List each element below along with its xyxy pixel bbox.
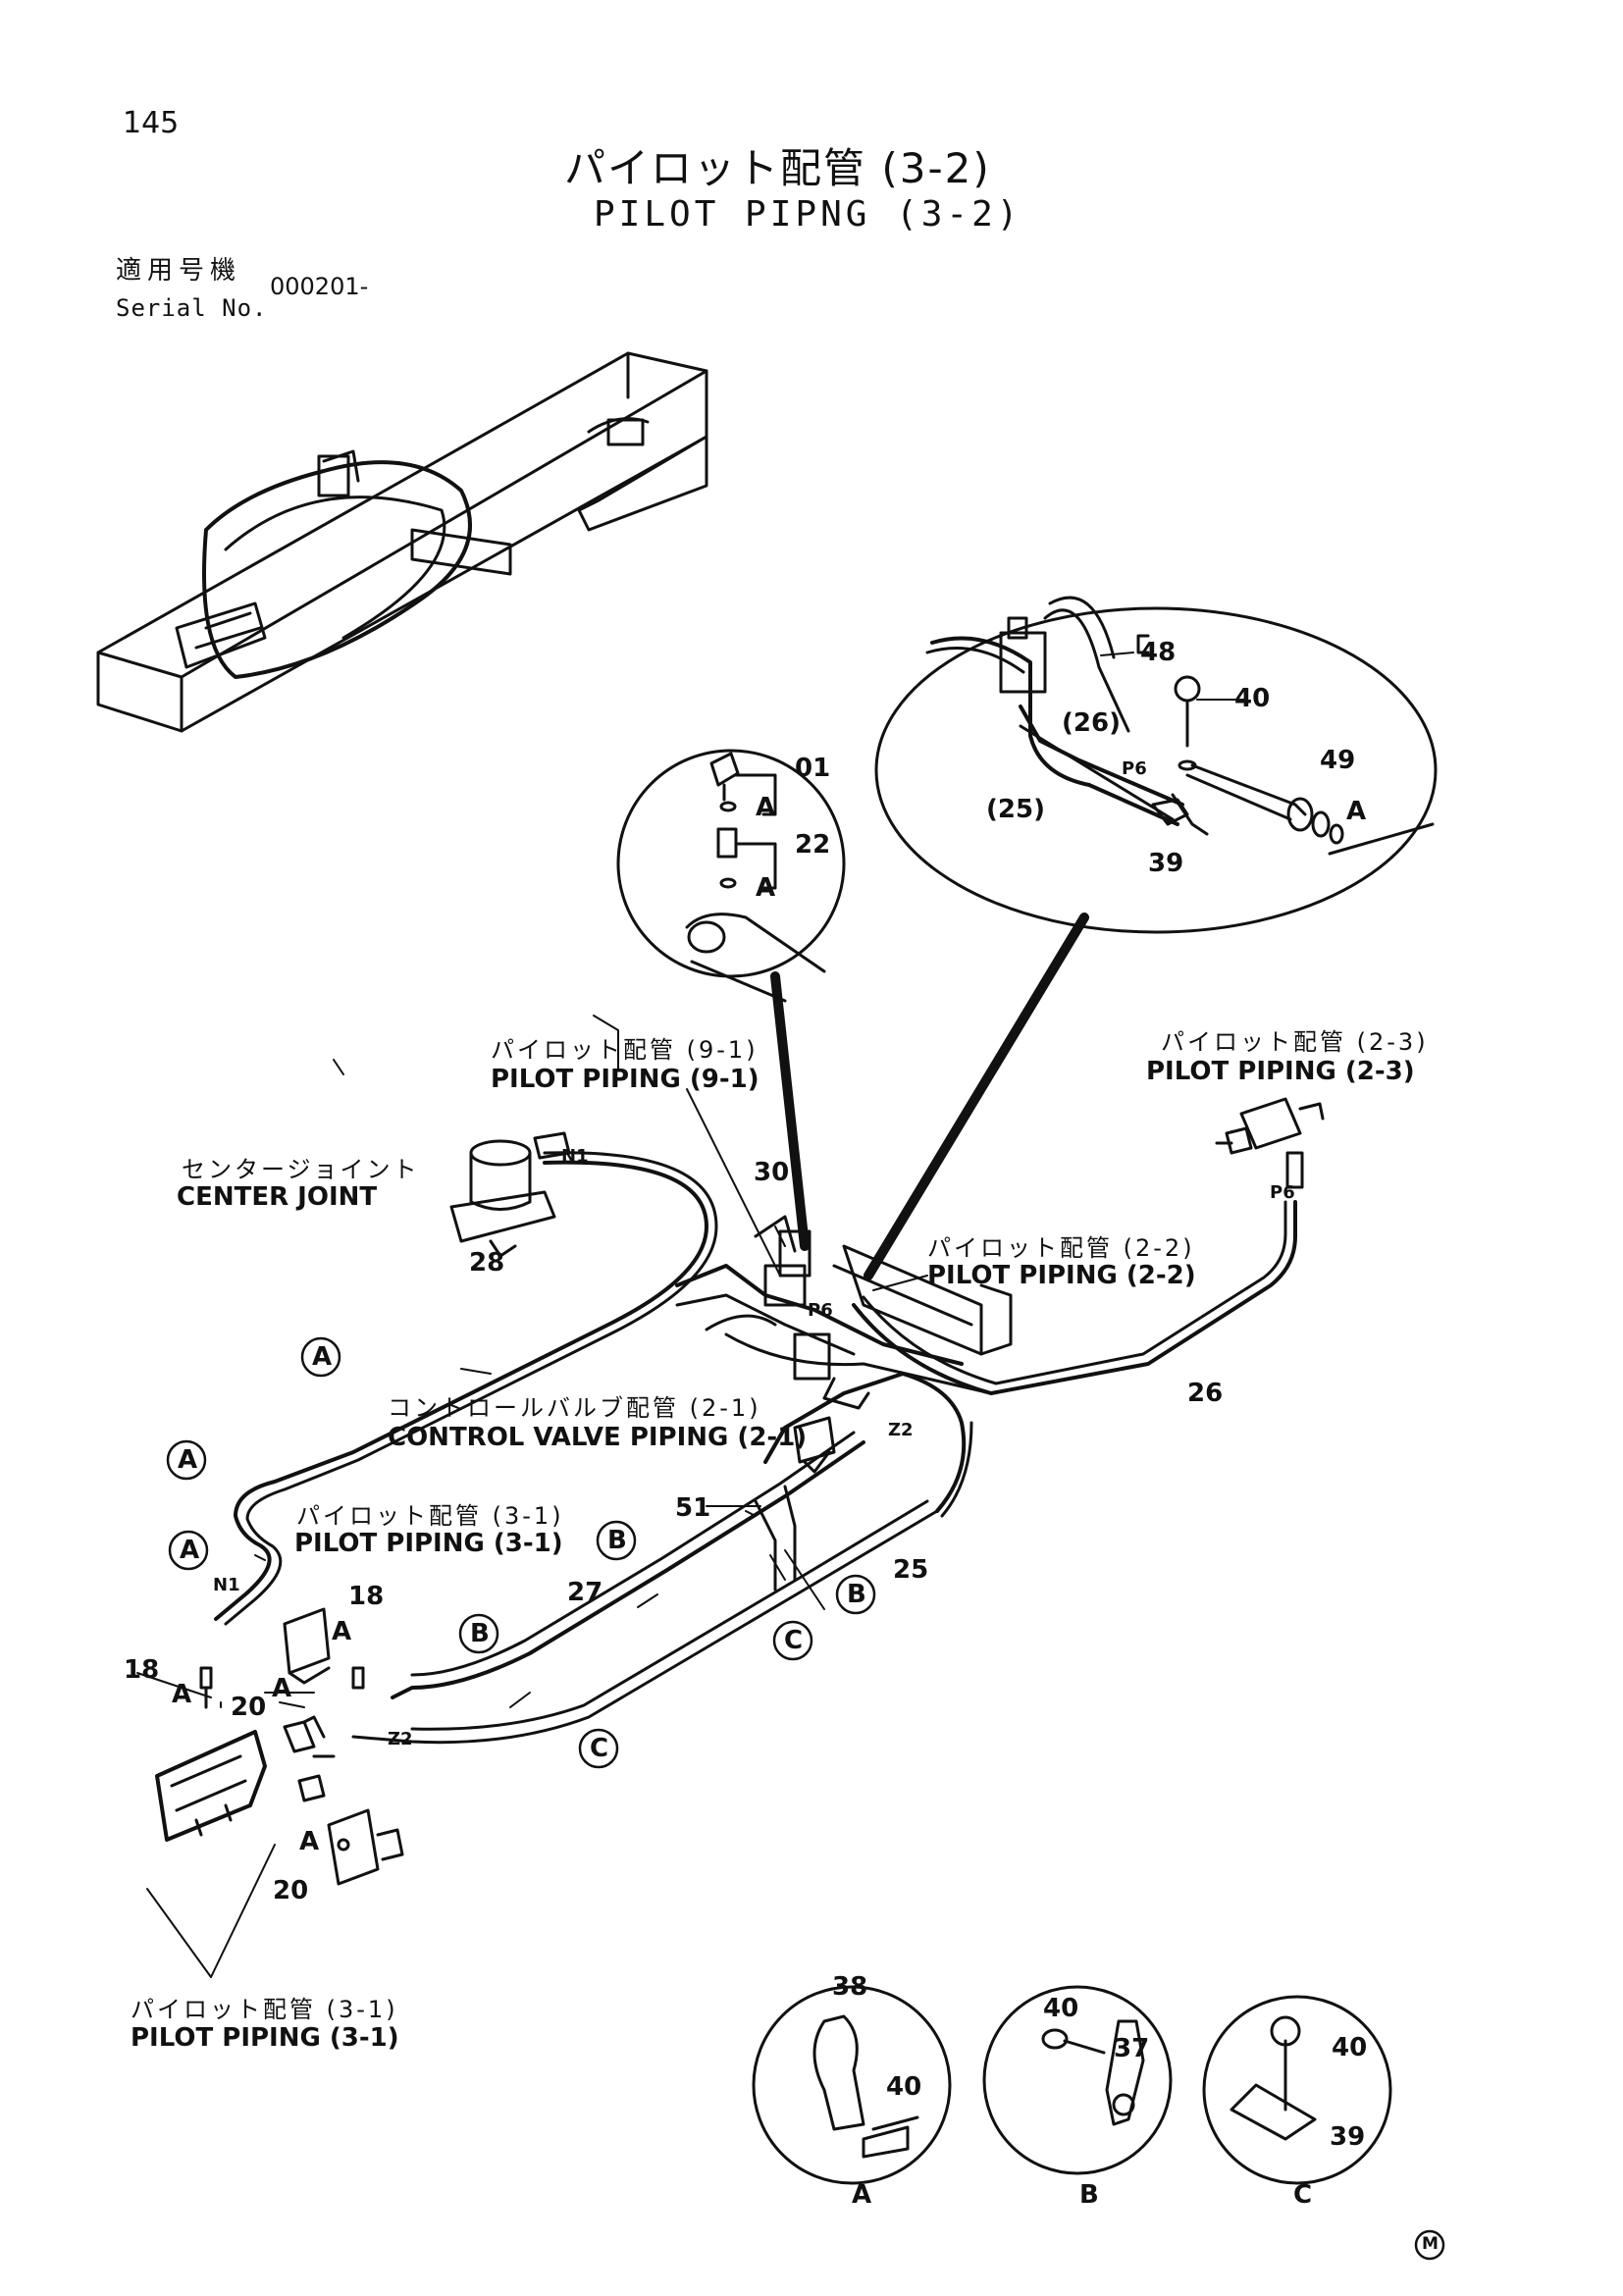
label-pilot-2-2-en: PILOT PIPING (2-2) — [927, 1261, 1196, 1290]
detail-circle-clamp-a — [752, 1985, 952, 2185]
lower-left-valve-blocks — [155, 1607, 404, 1886]
part-number: 39 — [1148, 849, 1184, 878]
part-number: 01 — [795, 754, 831, 783]
label-pilot-9-1-jp: パイロット配管 (9-1) — [491, 1036, 759, 1064]
clamp-letter-a: A — [180, 1536, 200, 1565]
label-pilot-2-2-jp: パイロット配管 (2-2) — [927, 1234, 1195, 1262]
part-number: (25) — [986, 795, 1045, 824]
part-number: 51 — [675, 1493, 711, 1523]
pipe-27 — [391, 1431, 865, 1699]
page-title-en: PILOT PIPNG (3-2) — [594, 194, 1022, 235]
label-pilot-3-1a-en: PILOT PIPING (3-1) — [294, 1529, 563, 1558]
label-pilot-2-3-en: PILOT PIPING (2-3) — [1146, 1057, 1415, 1086]
part-number: 49 — [1320, 746, 1356, 775]
detail-circle-clamp-b — [982, 1985, 1173, 2175]
part-number: 20 — [231, 1693, 267, 1722]
part-number: 18 — [124, 1655, 160, 1685]
serial-value: 000201- — [270, 273, 369, 300]
port-label: Z2 — [888, 1420, 914, 1440]
clamp-letter-b: B — [470, 1619, 490, 1648]
page-title-jp: パイロット配管 (3-2) — [564, 144, 991, 192]
detail-circle-clamp-c — [1202, 1995, 1392, 2185]
detail-label-b: B — [1079, 2180, 1099, 2210]
part-number: 48 — [1140, 638, 1177, 667]
port-label: N1 — [561, 1146, 589, 1167]
clamp-letter-c: C — [590, 1734, 609, 1763]
label-pilot-9-1-en: PILOT PIPING (9-1) — [491, 1065, 759, 1094]
cv-2-1-block — [793, 1416, 836, 1474]
part-number: 30 — [754, 1158, 790, 1187]
inset-detail-circle-2 — [864, 596, 1438, 1280]
letter-a: A — [272, 1674, 292, 1703]
letter-a: A — [756, 873, 776, 903]
detail-label-c: C — [1293, 2180, 1313, 2210]
letter-a: A — [1346, 797, 1367, 826]
serial-label-jp: 適用号機 — [116, 256, 242, 286]
part-number: 37 — [1114, 2034, 1150, 2063]
pipe-manifold-area — [675, 1215, 1013, 1410]
page-number: 145 — [123, 106, 180, 140]
footer-mark: M — [1422, 2234, 1439, 2254]
part-number: 40 — [1043, 1994, 1079, 2023]
part-number: 40 — [1332, 2033, 1368, 2062]
label-pilot-3-1b-jp: パイロット配管 (3-1) — [131, 1996, 398, 2023]
port-label: N1 — [213, 1575, 240, 1595]
leader-lines — [136, 652, 1247, 1978]
part-number: 38 — [832, 1972, 868, 2002]
overview-frame-illustration — [96, 351, 708, 733]
serial-label-en: Serial No. — [116, 294, 268, 322]
label-center-joint-en: CENTER JOINT — [177, 1182, 378, 1212]
label-cv-2-1-en: CONTROL VALVE PIPING (2-1) — [388, 1423, 808, 1452]
part-number: 26 — [1187, 1379, 1224, 1408]
part-number: 28 — [469, 1248, 505, 1278]
label-cv-2-1-jp: コントロールバルブ配管 (2-1) — [388, 1394, 761, 1422]
part-number: (26) — [1062, 708, 1121, 738]
letter-a: A — [756, 793, 776, 822]
clamp-letter-a: A — [312, 1342, 333, 1372]
part-number: 40 — [1234, 684, 1271, 713]
port-label: P6 — [1270, 1182, 1295, 1203]
letter-a: A — [172, 1680, 192, 1709]
part-number: 39 — [1330, 2122, 1366, 2152]
part-number: 20 — [273, 1876, 309, 1905]
part-number: 18 — [348, 1582, 385, 1611]
part-number: 27 — [567, 1578, 603, 1607]
clamp-letter-b: B — [847, 1580, 866, 1609]
part-number: 25 — [893, 1555, 929, 1585]
pipe-25 — [351, 1372, 973, 1745]
pipe-28 — [214, 1151, 718, 1626]
label-pilot-3-1b-en: PILOT PIPING (3-1) — [131, 2023, 399, 2053]
clamp-letter-a: A — [178, 1445, 198, 1475]
letter-a: A — [332, 1617, 352, 1646]
label-pilot-2-3-jp: パイロット配管 (2-3) — [1161, 1028, 1429, 1056]
center-joint-illustration — [449, 1131, 571, 1258]
port-label: P6 — [1122, 758, 1147, 779]
label-pilot-3-1a-jp: パイロット配管 (3-1) — [296, 1502, 564, 1530]
letter-a: A — [299, 1827, 320, 1856]
port-label: Z2 — [388, 1729, 413, 1749]
part-number: 40 — [886, 2072, 922, 2102]
footer-mark-circle — [1414, 2229, 1445, 2261]
part-number: 22 — [795, 830, 831, 860]
label-center-joint-jp: センタージョイント — [182, 1156, 420, 1183]
inset-detail-circle-1 — [616, 749, 846, 1251]
pilot-2-3-illustration — [1215, 1097, 1325, 1189]
clamp-letter-c: C — [784, 1626, 804, 1655]
port-label: P6 — [808, 1300, 833, 1321]
clamp-letter-circles — [166, 1336, 876, 1769]
clamp-letter-b: B — [607, 1526, 627, 1555]
detail-label-a: A — [852, 2180, 872, 2210]
